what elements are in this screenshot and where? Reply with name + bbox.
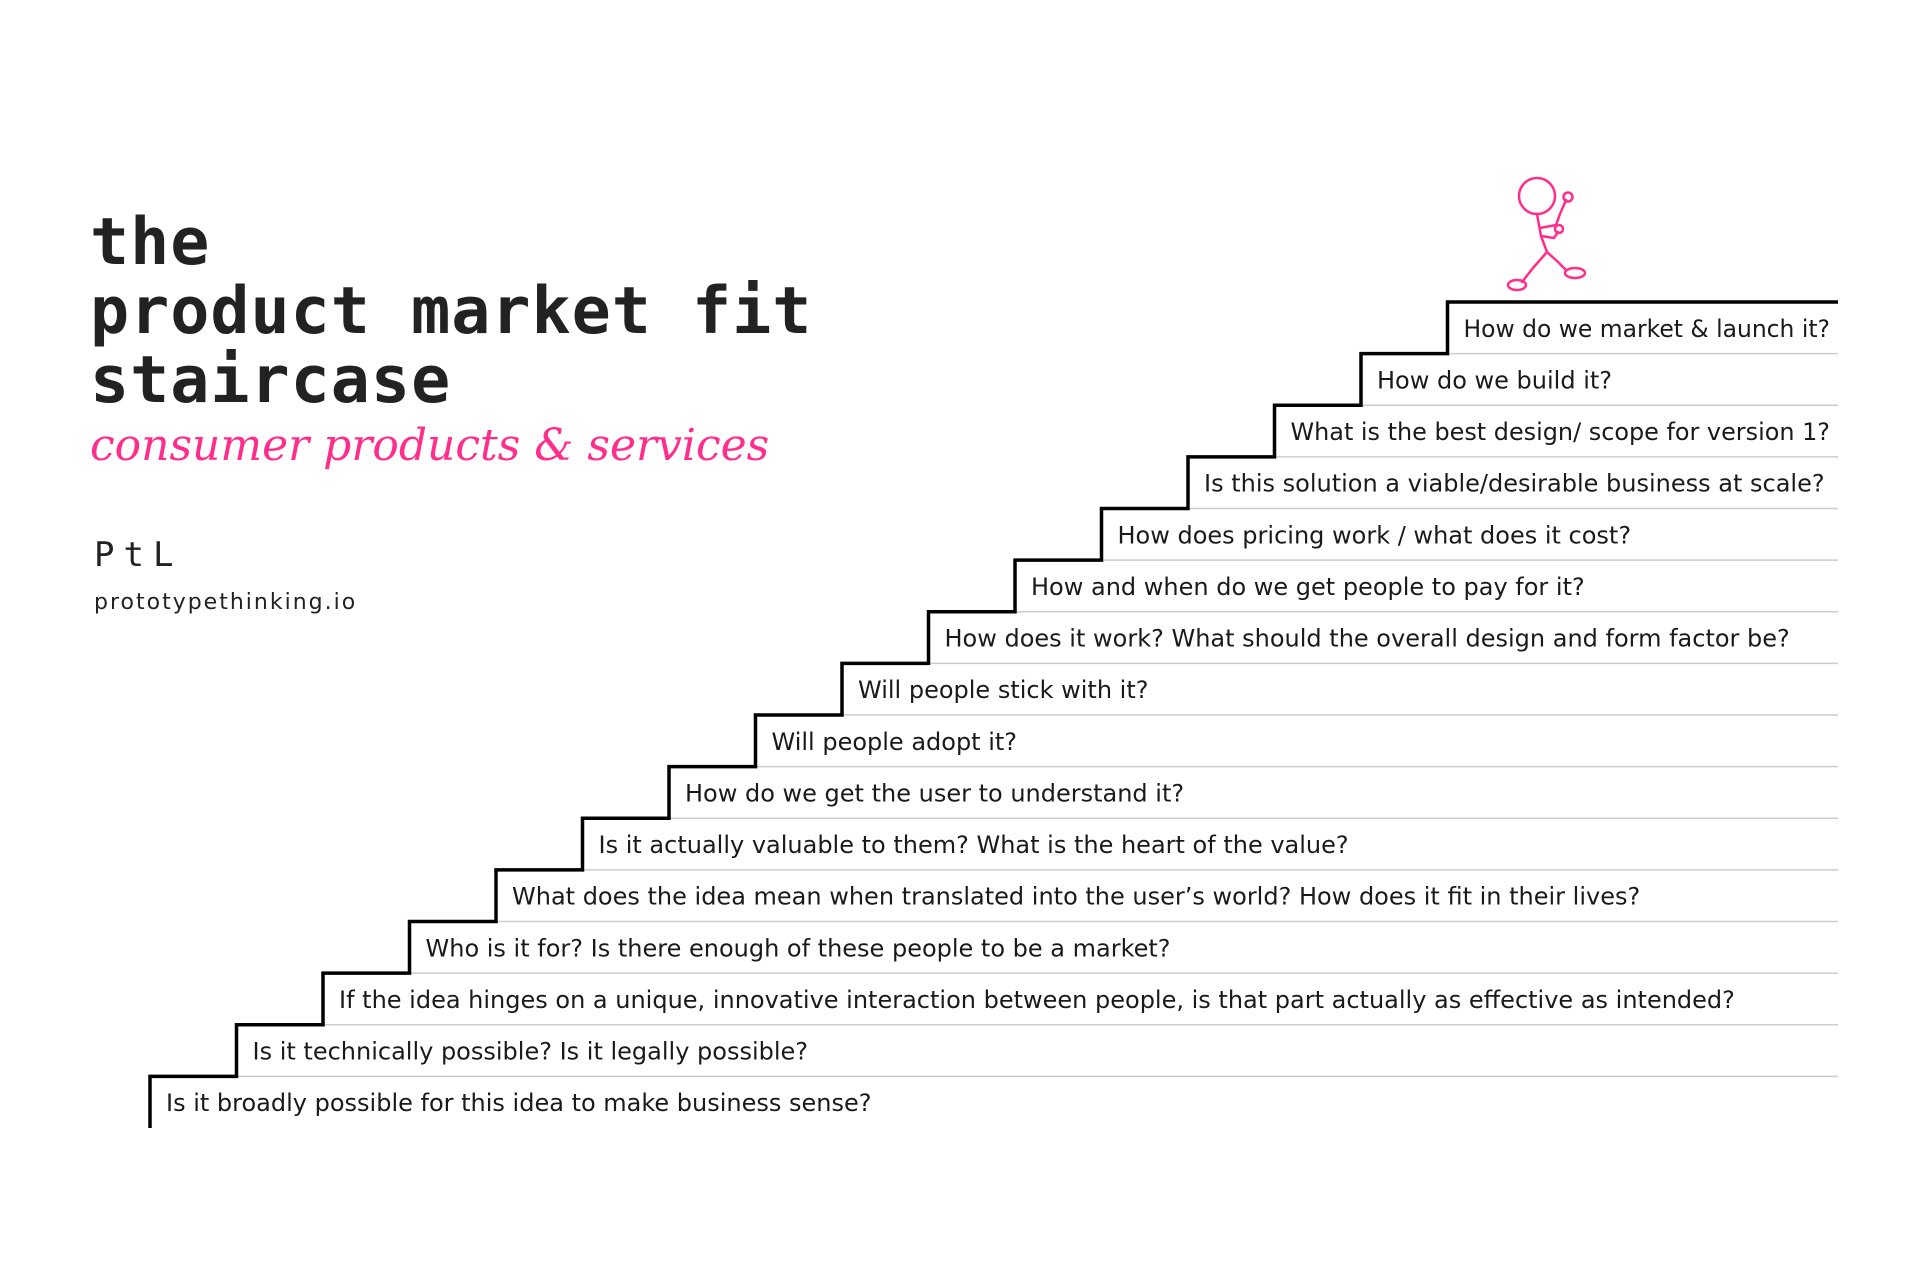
step-label: Will people stick with it? [858, 676, 1148, 704]
step-labels: Is it broadly possible for this idea to … [166, 315, 1830, 1117]
brand-logo-text: PtL [94, 535, 183, 575]
title-line-1: the [90, 205, 211, 280]
staircase-line [148, 300, 1838, 1128]
subtitle: consumer products & services [90, 420, 770, 471]
step-label: If the idea hinges on a unique, innovati… [339, 986, 1735, 1014]
step-label: How does it work? What should the overal… [945, 625, 1790, 653]
title-block: the product market fit staircase [90, 208, 812, 415]
step-label: Is it broadly possible for this idea to … [166, 1089, 872, 1117]
step-label: Who is it for? Is there enough of these … [426, 934, 1171, 962]
step-label: How and when do we get people to pay for… [1031, 573, 1585, 601]
title-line-2: product market fit [90, 274, 813, 349]
step-label: Will people adopt it? [772, 728, 1018, 756]
step-label: What does the idea mean when translated … [512, 883, 1640, 911]
step-label: Is it technically possible? Is it legall… [253, 1038, 809, 1066]
step-label: How do we build it? [1377, 366, 1612, 394]
step-label: Is this solution a viable/desirable busi… [1204, 470, 1825, 498]
site-url: prototypethinking.io [94, 590, 358, 615]
title-line-3: staircase [90, 343, 452, 418]
step-label: How do we market & launch it? [1464, 315, 1831, 343]
step-label: Is it actually valuable to them? What is… [599, 831, 1349, 859]
step-label: How do we get the user to understand it? [685, 779, 1184, 807]
step-label: How does pricing work / what does it cos… [1118, 521, 1632, 549]
stick-figure-climbing-icon [1506, 176, 1587, 292]
step-label: What is the best design/ scope for versi… [1291, 418, 1831, 446]
step-rules [236, 352, 1838, 1078]
